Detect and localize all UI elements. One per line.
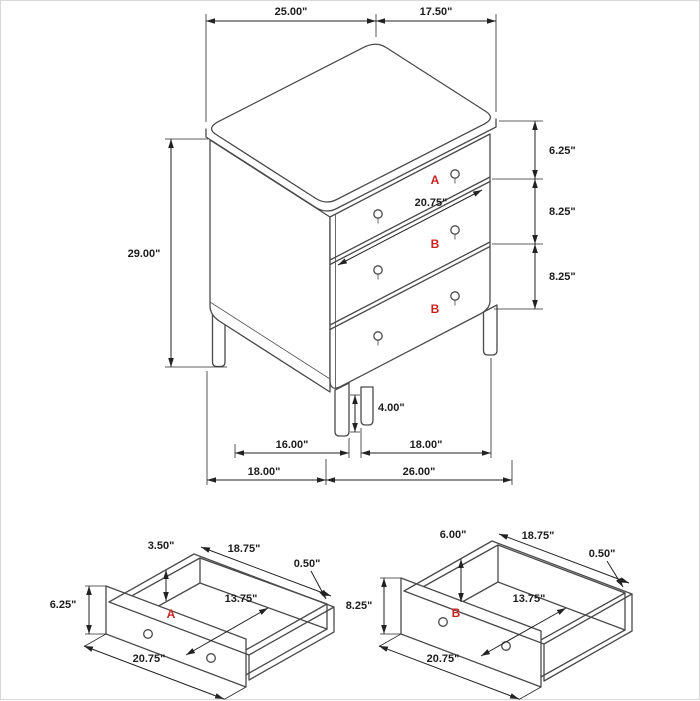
extension-lines (83, 585, 247, 700)
main-isometric-view: 25.00" 17.50" 29.00" 6.25" 8.25" 8.25" 2… (128, 6, 576, 485)
extension-lines (378, 577, 542, 700)
dim-drawer-width-label: 20.75" (415, 197, 448, 209)
knob-icon (438, 617, 448, 627)
chest-top-edge (205, 118, 497, 212)
dim-b-wall-thickness-label: 0.50" (589, 548, 616, 560)
drawer-b1-letter: B (431, 237, 440, 251)
chest-leg-back-left (211, 312, 226, 368)
chest-side-panel (209, 139, 331, 393)
drawer-b-wall-top-edges (403, 540, 633, 645)
chest-drawing (205, 43, 498, 437)
drawer-b-detail-view: 6.00" 18.75" 0.50" 8.25" 13.75" 20.75" B (346, 529, 633, 700)
knob-icon (450, 225, 460, 235)
dim-footprint-width-label: 26.00" (403, 466, 436, 478)
dim-leader-a-wall-thickness (310, 570, 327, 600)
drawer-a-right-wall (248, 606, 335, 681)
drawer-a-wall-top-edges (108, 553, 335, 656)
chest-leg-back-center (360, 386, 374, 426)
drawer-b2-letter: B (431, 302, 440, 316)
knob-icon (501, 641, 511, 651)
main-dimensions: 25.00" 17.50" 29.00" 6.25" 8.25" 8.25" 2… (128, 6, 576, 485)
dim-line-b-overall-width (378, 645, 520, 700)
drawer-a-letter: A (431, 173, 440, 187)
dim-drawer-b2-front-label: 8.25" (549, 271, 576, 283)
dim-a-wall-thickness-label: 0.50" (294, 558, 321, 570)
knob-icon (373, 331, 383, 341)
drawer-a-dimensions: 3.50" 18.75" 0.50" 6.25" 13.75" 20.75" A (50, 540, 332, 700)
dim-top-width-label: 25.00" (275, 6, 308, 18)
drawer-b-right-wall (543, 593, 633, 682)
dim-base-side-label: 18.00" (410, 439, 443, 451)
knob-icon (373, 265, 383, 275)
dim-leg-height-label: 4.00" (378, 402, 405, 414)
dim-line-a-interior-width (200, 546, 332, 597)
dim-footprint-depth-label: 18.00" (248, 466, 281, 478)
dim-line-drawer-width (337, 189, 483, 266)
drawer-b-detail-letter: B (452, 606, 461, 620)
dim-a-overall-width-label: 20.75" (133, 653, 166, 665)
dim-drawer-a-front-label: 6.25" (549, 145, 576, 157)
dim-a-interior-depth-label: 13.75" (225, 593, 258, 605)
dim-b-interior-width-label: 18.75" (522, 530, 555, 542)
knob-icon (206, 653, 216, 663)
dim-a-wall-height-label: 3.50" (148, 540, 175, 552)
dim-a-interior-width-label: 18.75" (228, 543, 261, 555)
dim-base-front-label: 16.00" (276, 439, 309, 451)
drawer-b-drawing (400, 540, 633, 688)
knob-icon (450, 291, 460, 301)
dim-a-front-height-label: 6.25" (50, 599, 77, 611)
dim-line-a-overall-width (83, 645, 225, 700)
chest-leg-right (482, 304, 498, 356)
knob-icon (450, 169, 460, 179)
chest-top-panel (211, 43, 491, 203)
dim-b-wall-height-label: 6.00" (440, 529, 467, 541)
dim-b-front-height-label: 8.25" (346, 600, 373, 612)
chest-leg-front-center (334, 382, 350, 437)
drawer-b-dimensions: 6.00" 18.75" 0.50" 8.25" 13.75" 20.75" B (346, 529, 630, 700)
dim-b-interior-depth-label: 13.75" (513, 593, 546, 605)
knob-icon (373, 209, 383, 219)
dim-top-depth-label: 17.50" (420, 6, 453, 18)
dim-leader-b-wall-thickness (606, 560, 624, 588)
dim-drawer-b1-front-label: 8.25" (549, 206, 576, 218)
dim-height-label: 29.00" (128, 248, 161, 260)
drawer-a-detail-view: 3.50" 18.75" 0.50" 6.25" 13.75" 20.75" A (50, 540, 335, 700)
chest-side-rail-line (209, 301, 331, 380)
knob-icon (143, 629, 153, 639)
drawer-a-detail-letter: A (167, 607, 176, 621)
dim-line-b-interior-width (498, 533, 630, 584)
dim-b-overall-width-label: 20.75" (427, 653, 460, 665)
